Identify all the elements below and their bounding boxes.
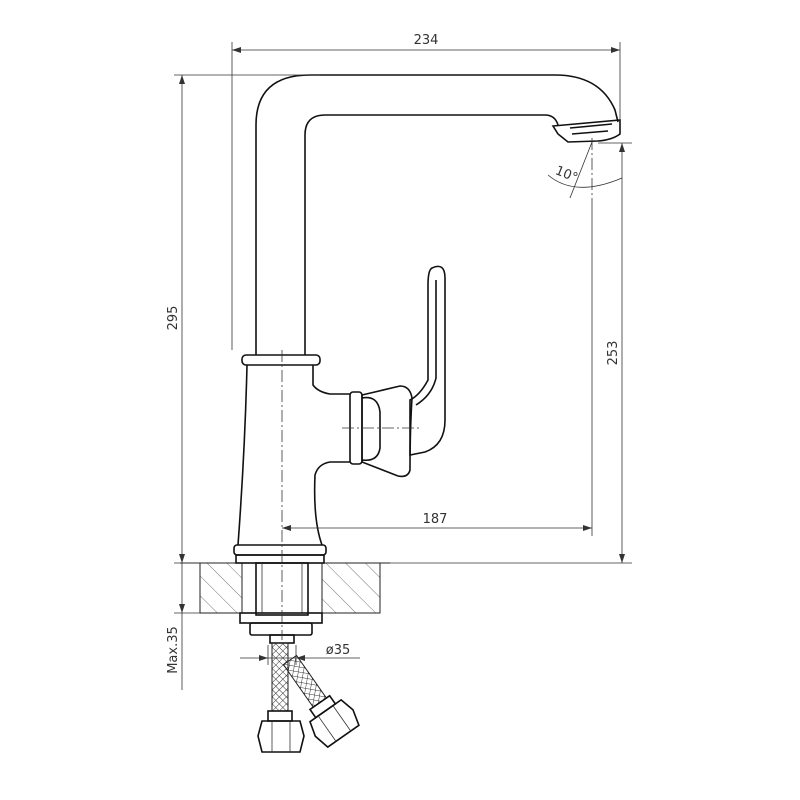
flexible-hoses — [257, 642, 360, 753]
dimension-angle-10: 10° — [547, 141, 623, 199]
dim-diameter35-label: ø35 — [326, 643, 351, 658]
dim-187-label: 187 — [423, 512, 448, 527]
dim-295-label: 295 — [166, 306, 181, 331]
aerator — [551, 119, 621, 143]
countertop-section — [180, 562, 390, 614]
dim-max35-label: Max.35 — [166, 626, 181, 674]
collar-ring — [241, 354, 321, 366]
lever-handle — [409, 265, 446, 456]
dimension-width-234: 234 — [231, 33, 621, 350]
base-ring — [233, 544, 327, 556]
center-lines — [281, 138, 593, 640]
faucet-body — [233, 74, 621, 564]
dimension-height-295: 295 — [166, 74, 320, 564]
dimension-height-253: 253 — [390, 142, 632, 564]
dimension-diameter-35: ø35 — [240, 643, 360, 665]
dimension-max-35: Max.35 — [166, 563, 200, 690]
dim-253-label: 253 — [606, 341, 621, 366]
dimension-reach-187: 187 — [282, 200, 593, 536]
mounting-hardware — [239, 562, 323, 644]
dim-234-label: 234 — [414, 33, 439, 48]
